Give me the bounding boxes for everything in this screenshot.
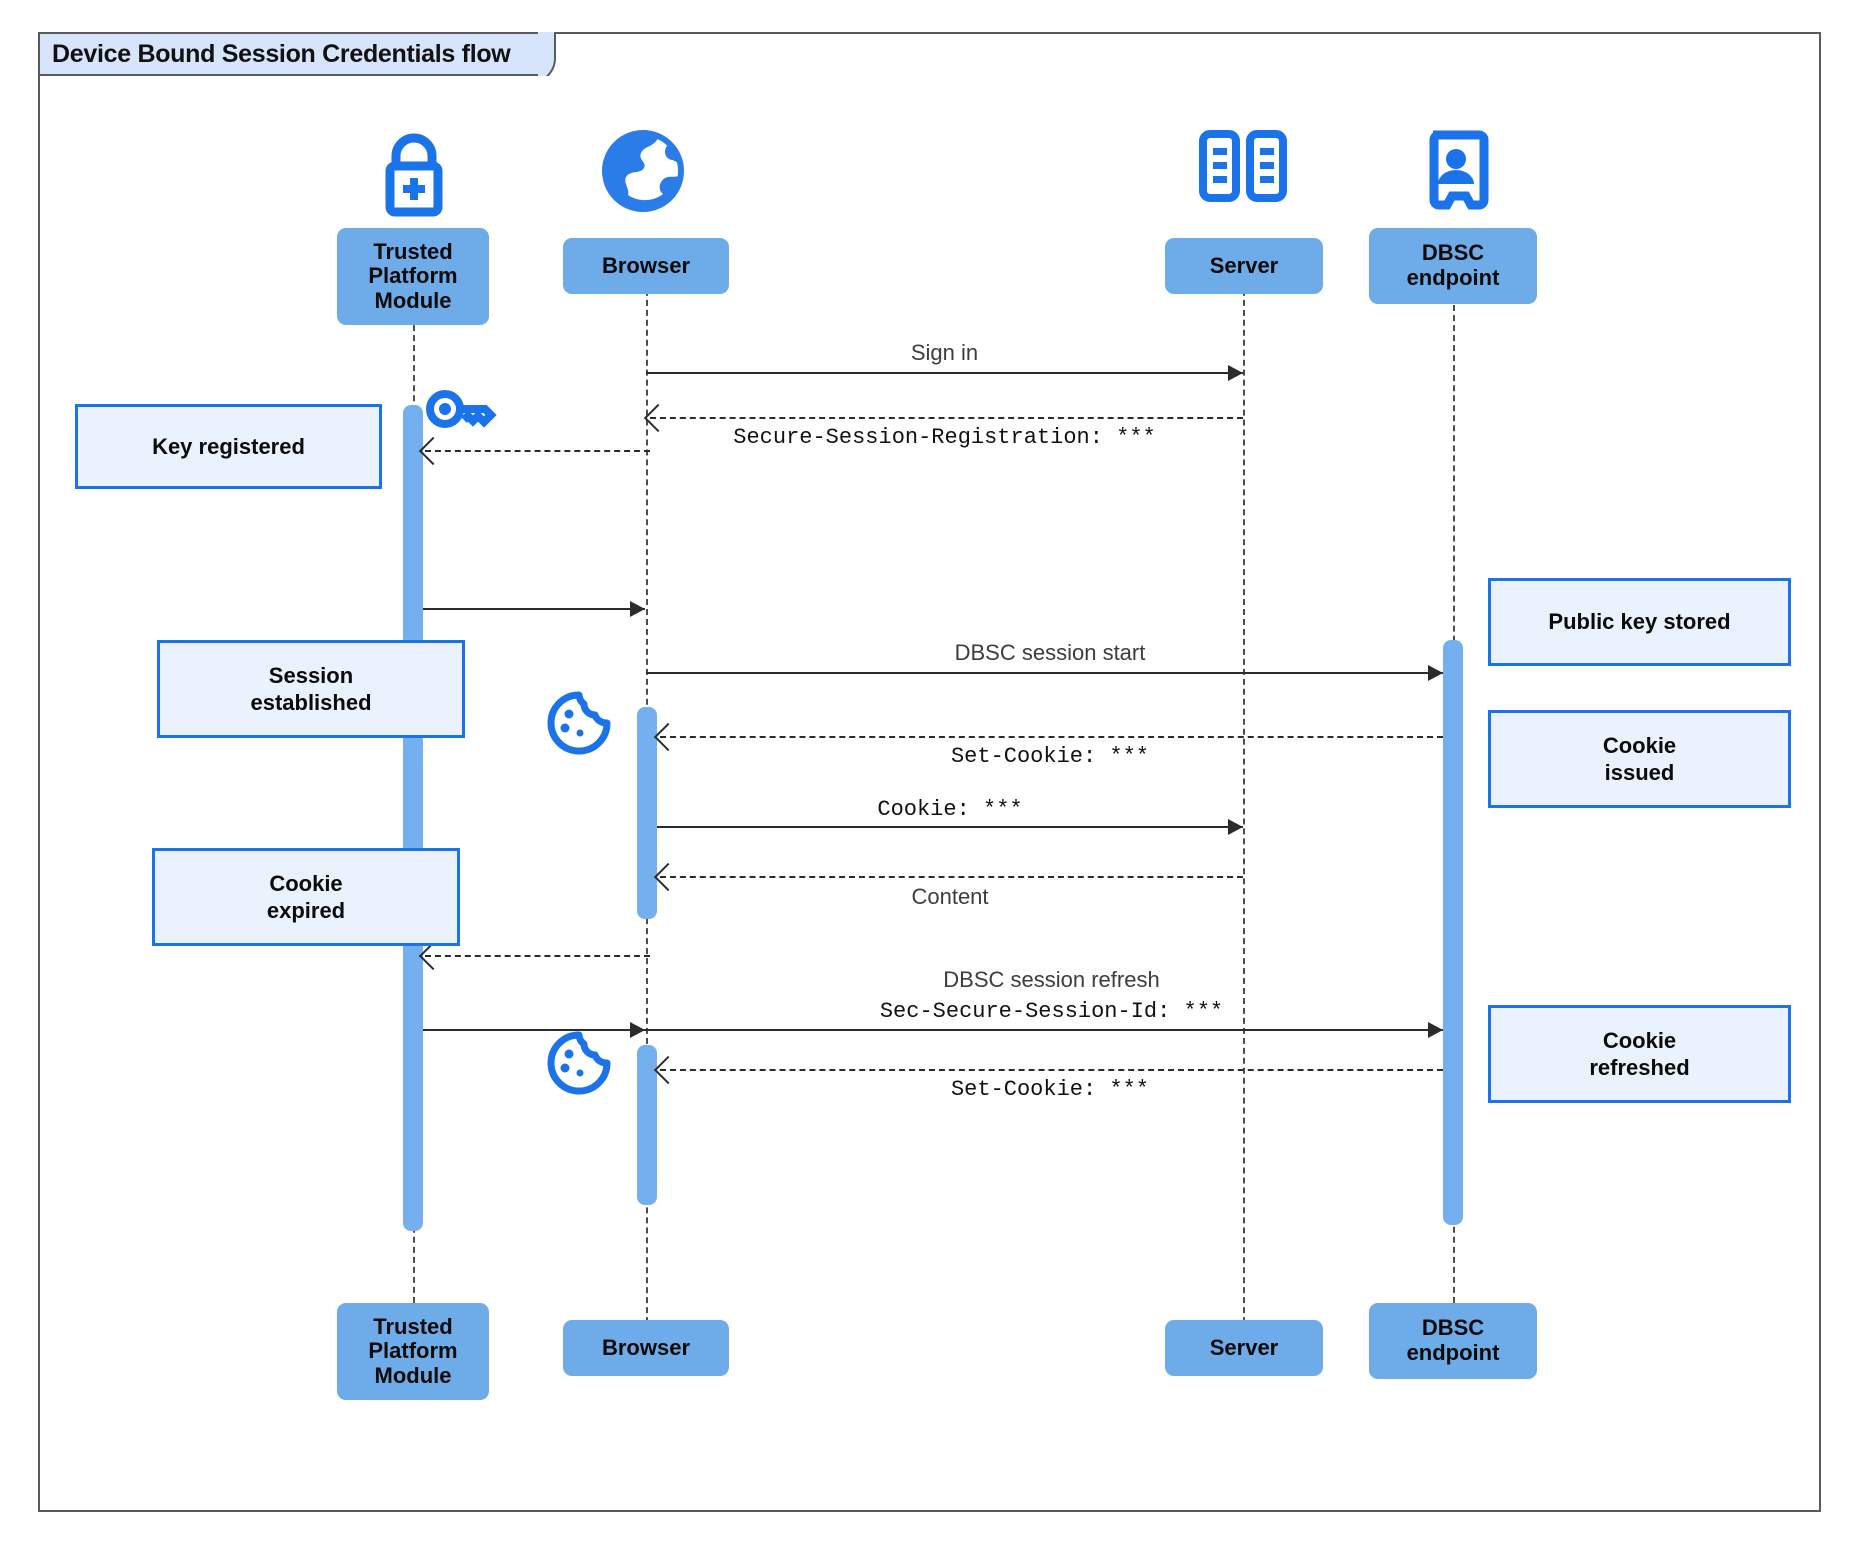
participant-label: Platform (368, 263, 458, 289)
participant-label: endpoint (1406, 1340, 1500, 1365)
participant-dbsc-top[interactable]: DBSC endpoint (1369, 228, 1537, 304)
participant-label: Trusted (373, 238, 453, 264)
participant-dbsc-bottom[interactable]: DBSC endpoint (1369, 1303, 1537, 1379)
note-session-established: Session established (157, 640, 465, 738)
participant-label: Trusted (373, 1313, 453, 1339)
message-label-dbsc-session-refresh: DBSC session refresh (943, 967, 1160, 992)
note-text: Cookie (1602, 1027, 1677, 1053)
participant-label: Module (374, 287, 452, 313)
participant-label: Server (1209, 1334, 1279, 1360)
participant-tpm-bottom[interactable]: Trusted Platform Module (337, 1303, 489, 1400)
arrowhead-right (630, 601, 645, 617)
message-arrow-browser-to-tpm-1 (425, 450, 650, 452)
message-arrow-browser-to-tpm-2 (425, 955, 650, 957)
message-arrow-content (660, 876, 1243, 878)
key-icon (425, 385, 497, 438)
participant-label: DBSC (1421, 240, 1485, 266)
activation-dbsc (1443, 640, 1463, 1225)
globe-icon (600, 128, 686, 219)
lock-plus-icon (366, 128, 462, 223)
cookie-icon (546, 1030, 612, 1101)
server-rack-icon (1197, 130, 1289, 207)
note-text: expired (266, 898, 346, 923)
message-label-secure-session-registration: Secure-Session-Registration: *** (733, 425, 1156, 450)
message-label-sign-in: Sign in (910, 340, 979, 365)
lifeline-server (1243, 250, 1245, 1353)
message-label-cookie: Cookie: *** (877, 797, 1023, 822)
message-label-dbsc-session-start: DBSC session start (954, 640, 1146, 665)
message-label-set-cookie-2: Set-Cookie: *** (950, 1077, 1150, 1102)
message-arrow-dbsc-session-start (646, 672, 1443, 674)
note-text: Public key stored (1548, 609, 1731, 635)
note-text: Session (268, 662, 354, 688)
note-text: established (250, 690, 372, 715)
participant-label: Platform (368, 1338, 458, 1364)
message-label-set-cookie-1: Set-Cookie: *** (950, 744, 1150, 769)
participant-server-bottom[interactable]: Server (1165, 1320, 1323, 1376)
message-arrow-dbsc-session-refresh (423, 1029, 1443, 1031)
arrowhead-right (1428, 1022, 1443, 1038)
title-fold-corner (538, 32, 564, 76)
arrowhead-right (1228, 365, 1243, 381)
note-cookie-issued: Cookie issued (1488, 710, 1791, 808)
participant-label: Module (374, 1362, 452, 1388)
message-arrow-tpm-to-browser-1 (423, 608, 645, 610)
participant-browser-top[interactable]: Browser (563, 238, 729, 294)
participant-label: endpoint (1406, 265, 1500, 290)
note-text: issued (1604, 760, 1675, 785)
message-arrow-set-cookie-2 (660, 1069, 1443, 1071)
note-text: Cookie (1602, 732, 1677, 758)
note-cookie-refreshed: Cookie refreshed (1488, 1005, 1791, 1103)
participant-label: Browser (601, 1334, 691, 1360)
participant-label: Server (1209, 252, 1279, 278)
participant-server-top[interactable]: Server (1165, 238, 1323, 294)
id-badge-icon (1423, 130, 1489, 215)
activation-browser-1 (637, 707, 657, 919)
participant-tpm-top[interactable]: Trusted Platform Module (337, 228, 489, 325)
note-public-key-stored: Public key stored (1488, 578, 1791, 666)
message-arrow-sign-in (646, 372, 1243, 374)
arrowhead-right (1228, 819, 1243, 835)
arrowhead-right (630, 1022, 645, 1038)
cookie-icon (546, 690, 612, 761)
participant-label: DBSC (1421, 1315, 1485, 1341)
message-arrow-cookie (657, 826, 1243, 828)
activation-tpm (403, 405, 423, 1231)
message-label-content: Content (911, 884, 989, 909)
arrowhead-right (1428, 665, 1443, 681)
note-text: Key registered (152, 433, 305, 459)
message-arrow-set-cookie-1 (660, 736, 1443, 738)
message-label-sec-secure-session-id: Sec-Secure-Session-Id: *** (879, 999, 1224, 1024)
activation-browser-2 (637, 1045, 657, 1205)
note-cookie-expired: Cookie expired (152, 848, 460, 946)
note-text: refreshed (1589, 1055, 1690, 1080)
participant-browser-bottom[interactable]: Browser (563, 1320, 729, 1376)
note-text: Cookie (269, 870, 343, 896)
message-arrow-secure-session-registration (650, 417, 1243, 419)
note-key-registered: Key registered (75, 404, 382, 489)
participant-label: Browser (601, 252, 691, 278)
diagram-title: Device Bound Session Credentials flow (38, 32, 545, 76)
